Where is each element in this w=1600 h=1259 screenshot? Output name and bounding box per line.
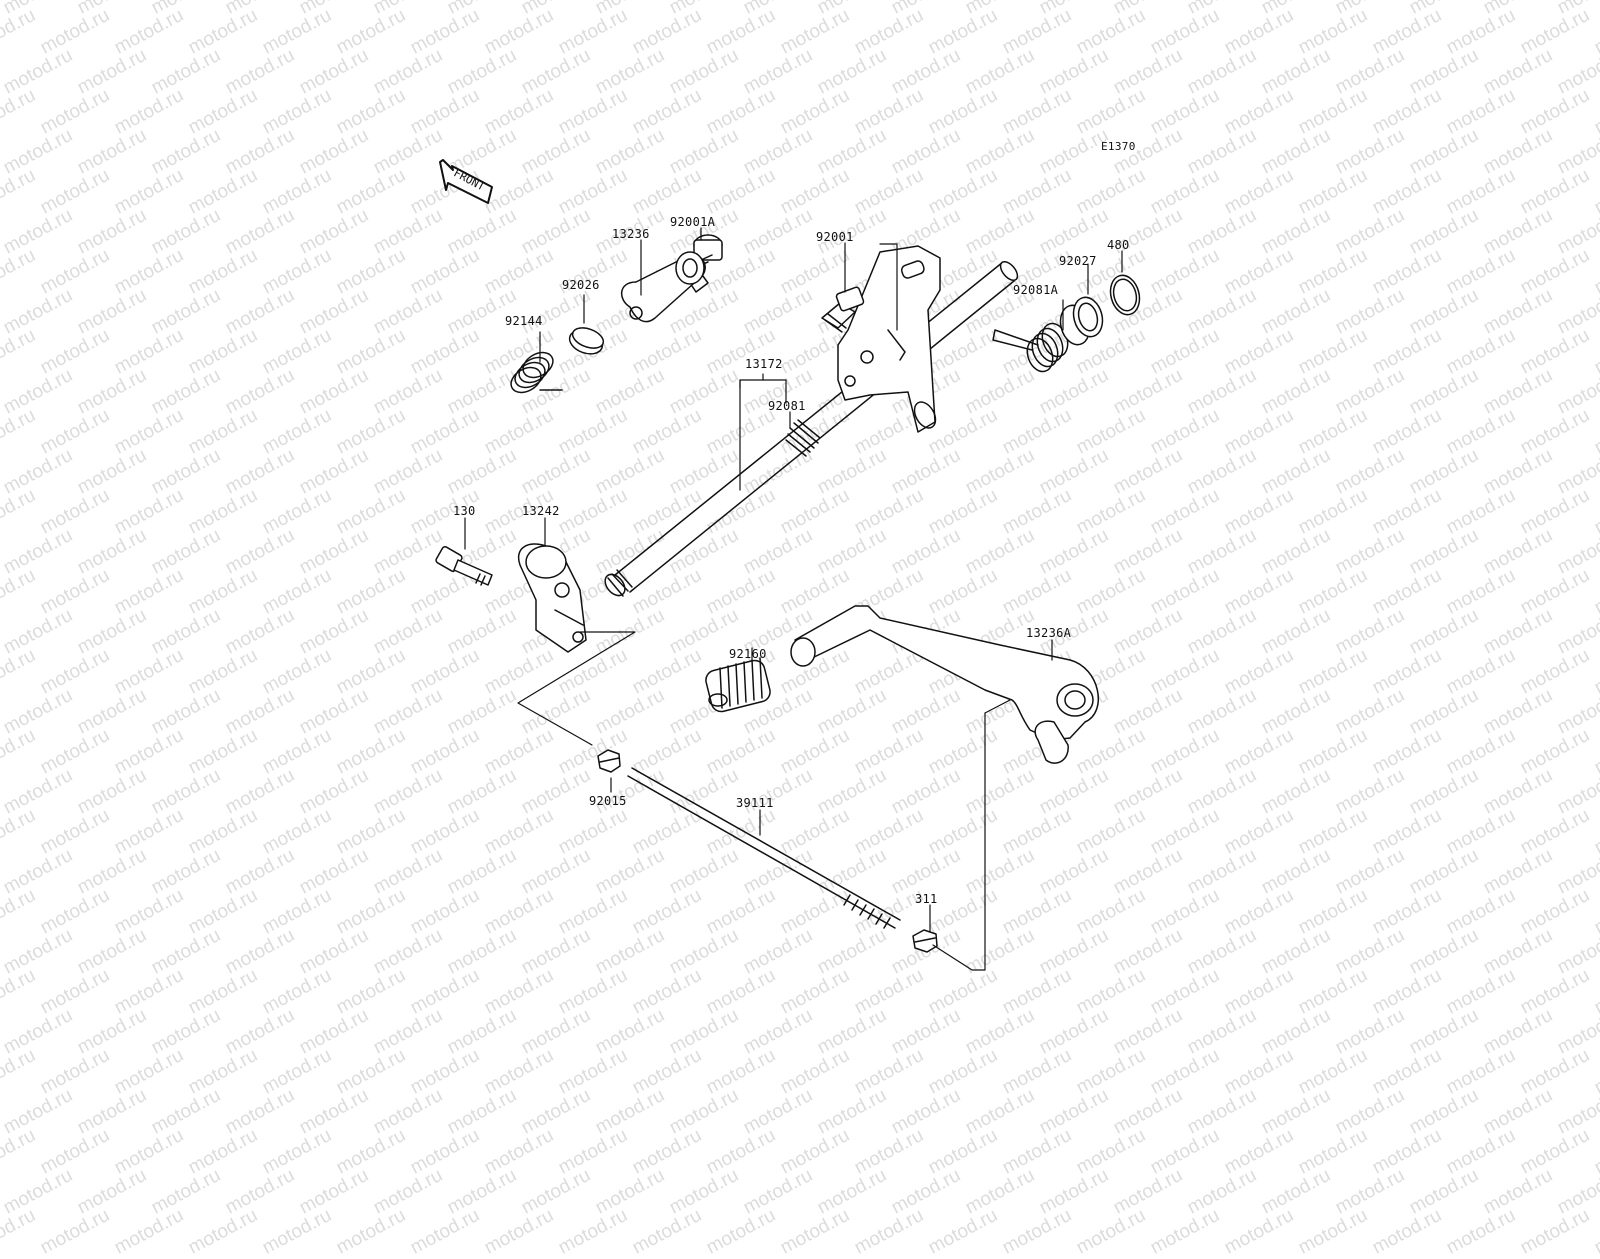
- watermark-text: motod.ru: [1295, 1204, 1372, 1259]
- part-label-92160: 92160: [729, 647, 767, 661]
- circlip-480: [1109, 274, 1141, 316]
- watermark-text: motod.ru: [333, 1204, 410, 1259]
- watermark-text: motod.ru: [407, 1204, 484, 1259]
- front-arrow-icon: FRONT: [439, 159, 493, 204]
- tie-rod-39111: [627, 767, 901, 929]
- watermark-text: motod.ru: [259, 1204, 336, 1259]
- part-label-92081A: 92081A: [1013, 283, 1059, 297]
- shift-pedal-13236A: [790, 605, 1099, 764]
- part-label-311: 311: [915, 892, 938, 906]
- part-label-92015: 92015: [589, 794, 627, 808]
- watermark-text: motod.ru: [555, 1204, 632, 1259]
- watermark-text: motod.ru: [0, 1204, 40, 1259]
- watermark-text: motod.ru: [703, 1204, 780, 1259]
- watermark-text: motod.ru: [481, 1204, 558, 1259]
- watermark-text: motod.ru: [999, 1204, 1076, 1259]
- watermark-text: motod.ru: [925, 1204, 1002, 1259]
- spring-92144: [510, 351, 563, 394]
- watermark-text: motod.ru: [1221, 1204, 1298, 1259]
- watermark-text: motod.ru: [1443, 1204, 1520, 1259]
- part-label-92144: 92144: [505, 314, 543, 328]
- shift-shaft: [604, 260, 1019, 597]
- part-label-13236A: 13236A: [1026, 626, 1072, 640]
- spring-92081A: [992, 322, 1069, 373]
- part-label-92001: 92001: [816, 230, 854, 244]
- washer-92026: [568, 327, 605, 355]
- watermark-text: motod.ru: [37, 1204, 114, 1259]
- watermark-text: motod.ru: [1147, 1204, 1224, 1259]
- nut-311: [912, 929, 938, 953]
- watermark-text: motod.ru: [111, 1204, 188, 1259]
- part-label-480: 480: [1107, 238, 1130, 252]
- watermark-text: motod.ru: [777, 1204, 854, 1259]
- part-label-92001A: 92001A: [670, 215, 716, 229]
- watermark-text: motod.ru: [851, 1204, 928, 1259]
- bolt-92001: [821, 286, 865, 333]
- collar-92027: [1059, 296, 1104, 346]
- shaft-arm-plate: [837, 245, 941, 433]
- part-label-13236: 13236: [612, 227, 650, 241]
- rubber-92160: [705, 657, 771, 713]
- watermark-text: motod.ru: [185, 1204, 262, 1259]
- part-label-13242: 13242: [522, 504, 560, 518]
- nut-92015: [597, 749, 621, 773]
- watermark-text: motod.ru: [1073, 1204, 1150, 1259]
- part-label-92026: 92026: [562, 278, 600, 292]
- watermark-text: motod.ru: [1369, 1204, 1446, 1259]
- watermark-text: motod.ru: [1591, 1204, 1600, 1259]
- part-label-92027: 92027: [1059, 254, 1097, 268]
- diagram-drawing: FRONT: [435, 159, 1141, 971]
- leader-lines: [464, 227, 1123, 971]
- arm-13236: [621, 251, 706, 323]
- spring-92081: [785, 419, 821, 457]
- watermark-text: motod.ru: [629, 1204, 706, 1259]
- part-label-13172: 13172: [745, 357, 783, 371]
- diagram-code: E1370: [1101, 140, 1136, 153]
- part-label-92081: 92081: [768, 399, 806, 413]
- watermark-text: motod.ru: [1517, 1204, 1594, 1259]
- part-label-39111: 39111: [736, 796, 774, 810]
- part-label-130: 130: [453, 504, 476, 518]
- lever-clamp-13242: [517, 543, 587, 653]
- bolt-130: [435, 546, 493, 586]
